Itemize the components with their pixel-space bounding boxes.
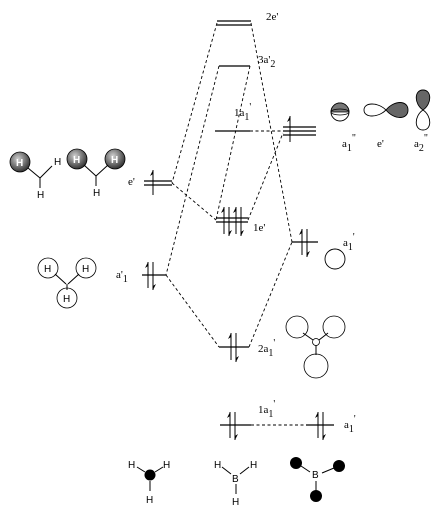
label-2e-prime: 2e' [266, 11, 278, 23]
right-label-a1-prime: a1' [343, 232, 355, 253]
svg-text:H: H [232, 497, 239, 508]
electrons-1a1-prime-lower [227, 412, 238, 440]
electrons-left-e-prime [150, 170, 154, 195]
electrons-right-p [287, 116, 291, 142]
svg-text:H: H [37, 190, 44, 201]
bonding-2a1-combination [285, 315, 346, 379]
label-2a1-prime: 2a1' [258, 338, 275, 359]
electrons-2a1-prime [228, 333, 239, 362]
boron-p-orbital-e-prime [363, 102, 409, 118]
svg-text:B: B [312, 470, 319, 481]
right-label-e-prime: e' [377, 138, 384, 150]
svg-text:H: H [54, 157, 61, 168]
correlation-lines [165, 22, 306, 426]
svg-text:H: H [128, 460, 135, 471]
electrons-left-a1-prime [145, 262, 156, 290]
svg-text:H: H [111, 155, 118, 166]
svg-text:H: H [63, 294, 70, 305]
right-label-a1-dprime: a1" [342, 133, 356, 154]
boron-p-orbital-a2-dprime [415, 89, 431, 131]
label-1a1-prime-lower: 1a1' [258, 399, 275, 420]
bh3-molecule: H H B H [214, 460, 257, 508]
electrons-right-a1-prime-bottom [315, 412, 326, 440]
label-3a2-prime: 3a'2 [258, 54, 275, 70]
h3-a1-prime-orbital: H H H [37, 257, 97, 309]
boron-p-orbital-a1-dprime [330, 102, 350, 122]
left-label-e-prime: e' [128, 176, 135, 188]
svg-text:H: H [73, 155, 80, 166]
label-1e-prime: 1e' [253, 222, 265, 234]
label-1a1-prime-upper: 1a1' [234, 102, 251, 123]
boron-s-orbital [324, 248, 346, 270]
electrons-right-a1-prime [299, 229, 310, 257]
svg-text:H: H [163, 460, 170, 471]
svg-text:H: H [214, 460, 221, 471]
svg-text:H: H [44, 264, 51, 275]
svg-text:H: H [82, 264, 89, 275]
h3-e-prime-orbital-2: H H H [66, 148, 126, 199]
svg-text:H: H [93, 188, 100, 199]
boron-fragment-molecule: B [290, 457, 345, 502]
right-label-a1-prime-bottom: a1' [344, 414, 356, 435]
h3-fragment-molecule: H H H [128, 460, 170, 506]
h3-e-prime-orbital-1: H H H [9, 151, 61, 201]
svg-text:H: H [16, 158, 23, 169]
left-label-a1-prime: a'1 [116, 269, 128, 285]
svg-text:H: H [250, 460, 257, 471]
svg-text:B: B [232, 474, 239, 485]
svg-text:H: H [146, 495, 153, 506]
electrons-1e-prime [221, 207, 244, 236]
right-label-a2-dprime: a2" [414, 133, 428, 154]
